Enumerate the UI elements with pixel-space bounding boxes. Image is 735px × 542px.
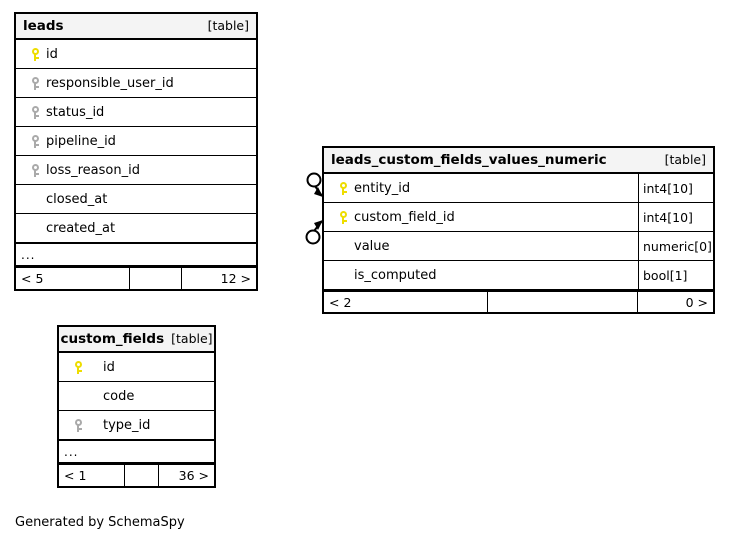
column-name: value (354, 238, 390, 254)
primary-key-icon (332, 181, 354, 195)
column-cell: pipeline_id (16, 127, 256, 155)
column-name: entity_id (354, 180, 411, 196)
column-name: id (46, 46, 58, 62)
table-name: custom_fields (60, 331, 165, 347)
column-name: type_id (103, 417, 151, 433)
column-type: numeric[0] (638, 232, 713, 260)
primary-key-icon (24, 47, 46, 61)
more-columns-ellipsis: ... (59, 440, 214, 464)
primary-key-icon (67, 360, 89, 374)
table-node-leads-custom-fields-values-numeric[interactable]: leads_custom_fields_values_numeric [tabl… (322, 146, 715, 314)
footer-parents-count[interactable]: < 1 (59, 465, 125, 486)
column-cell: created_at (16, 214, 256, 242)
column-cell: id (59, 353, 214, 381)
more-columns-ellipsis: ... (16, 243, 256, 267)
table-node-custom-fields[interactable]: custom_fields [table] id code type_id (57, 325, 216, 488)
table-row[interactable]: custom_field_id int4[10] (324, 203, 713, 232)
column-name: created_at (46, 220, 116, 236)
column-cell: value (324, 232, 638, 260)
table-row[interactable]: is_computed bool[1] (324, 261, 713, 290)
column-cell: loss_reason_id (16, 156, 256, 184)
table-header-leads: leads [table] (16, 14, 256, 40)
column-name: responsible_user_id (46, 75, 174, 91)
footer-parents-count[interactable]: < 5 (16, 268, 130, 289)
table-footer: < 5 12 > (16, 267, 256, 289)
column-type: bool[1] (638, 261, 713, 289)
column-name: custom_field_id (354, 209, 455, 225)
table-node-leads[interactable]: leads [table] id responsible_user_id (14, 12, 258, 291)
foreign-key-icon (67, 418, 89, 432)
column-cell: type_id (59, 411, 214, 439)
column-type: int4[10] (638, 174, 713, 202)
footer-children-count[interactable]: 0 > (685, 294, 708, 310)
table-row[interactable]: id (16, 40, 256, 69)
table-row[interactable]: type_id (59, 411, 214, 440)
column-cell: is_computed (324, 261, 638, 289)
column-name: loss_reason_id (46, 162, 140, 178)
column-cell: entity_id (324, 174, 638, 202)
table-row[interactable]: id (59, 353, 214, 382)
column-name: id (103, 359, 115, 375)
primary-key-icon (332, 210, 354, 224)
column-cell: responsible_user_id (16, 69, 256, 97)
table-header-custom-fields: custom_fields [table] (59, 327, 214, 353)
foreign-key-icon (24, 76, 46, 90)
table-name: leads_custom_fields_values_numeric (331, 152, 607, 168)
table-footer: < 2 0 > (324, 290, 713, 312)
table-row[interactable]: code (59, 382, 214, 411)
footer-parents-count[interactable]: < 2 (324, 292, 488, 312)
column-name: code (103, 388, 135, 404)
table-row[interactable]: created_at (16, 214, 256, 243)
footer-middle (125, 465, 159, 486)
relationship-edge-custom-field-id (305, 220, 323, 245)
column-cell: status_id (16, 98, 256, 126)
footer-middle (488, 292, 638, 312)
column-cell: id (16, 40, 256, 68)
column-cell: closed_at (16, 185, 256, 213)
foreign-key-icon (24, 163, 46, 177)
column-name: status_id (46, 104, 105, 120)
footer-children-count[interactable]: 12 > (220, 271, 251, 286)
foreign-key-icon (24, 134, 46, 148)
table-row[interactable]: entity_id int4[10] (324, 174, 713, 203)
table-tag: [table] (664, 152, 706, 167)
table-row[interactable]: loss_reason_id (16, 156, 256, 185)
table-row[interactable]: closed_at (16, 185, 256, 214)
table-row[interactable]: status_id (16, 98, 256, 127)
generated-by-caption: Generated by SchemaSpy (15, 515, 185, 530)
column-type: int4[10] (638, 203, 713, 231)
table-row[interactable]: value numeric[0] (324, 232, 713, 261)
column-name: is_computed (354, 267, 437, 283)
relationship-edge-entity-id (306, 172, 323, 197)
table-tag: [table] (207, 18, 249, 33)
table-row[interactable]: pipeline_id (16, 127, 256, 156)
foreign-key-icon (24, 105, 46, 119)
table-header-leads-custom-fields-values-numeric: leads_custom_fields_values_numeric [tabl… (324, 148, 713, 174)
table-row[interactable]: responsible_user_id (16, 69, 256, 98)
column-name: pipeline_id (46, 133, 116, 149)
column-cell: code (59, 382, 214, 410)
table-footer: < 1 36 > (59, 464, 214, 486)
footer-children-count[interactable]: 36 > (178, 468, 209, 483)
column-cell: custom_field_id (324, 203, 638, 231)
table-tag: [table] (171, 331, 213, 346)
footer-middle (130, 268, 182, 289)
column-name: closed_at (46, 191, 108, 207)
table-name: leads (23, 18, 64, 34)
